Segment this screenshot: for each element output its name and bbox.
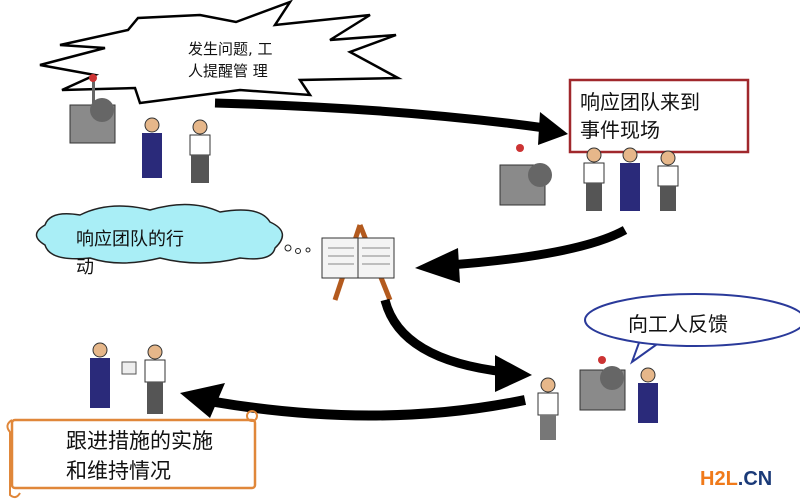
team-action-line: 动	[76, 257, 94, 278]
follow-up-line: 和维持情况	[66, 459, 171, 483]
manager-figure	[189, 119, 211, 183]
feedback-text: 向工人反馈	[628, 312, 728, 336]
feedback-figures	[537, 356, 658, 440]
team-arrives-line: 事件现场	[580, 118, 660, 142]
follow-up-line: 跟进措施的实施	[66, 429, 213, 453]
easel-board-icon	[321, 224, 395, 301]
arrowhead	[538, 112, 568, 145]
watermark-part: H2L	[700, 468, 738, 490]
arrow-to-follow-up	[214, 395, 527, 421]
machine-icon	[69, 74, 116, 144]
worker-figure	[142, 117, 162, 178]
arrowhead	[180, 383, 225, 418]
problem-alert-line: 发生问题, 工	[188, 40, 273, 58]
problem-alert-line: 人提醒管 理	[188, 62, 268, 80]
arrowhead	[495, 355, 532, 392]
team-arrives-text: 响应团队来到 事件现场	[580, 88, 700, 144]
feedback-bubble	[584, 293, 800, 347]
problem-alert-text: 发生问题, 工 人提醒管 理	[188, 38, 273, 82]
watermark: H2L.CN	[700, 468, 772, 491]
team-action-line: 响应团队的行	[76, 229, 184, 250]
starburst-callout	[39, 0, 403, 105]
arrowhead	[415, 248, 460, 283]
follow-up-scroll	[6, 410, 258, 499]
watermark-part: .CN	[737, 468, 773, 490]
arrow-to-team	[214, 98, 546, 133]
follow-up-text: 跟进措施的实施 和维持情况	[66, 426, 213, 486]
arrow-to-feedback	[380, 298, 506, 377]
team-action-text: 响应团队的行 动	[76, 226, 184, 282]
follow-up-figures	[90, 342, 166, 414]
response-team-figures	[499, 144, 679, 211]
team-arrives-box	[568, 78, 750, 154]
arrow-to-action	[449, 226, 628, 270]
thought-cloud	[35, 203, 284, 264]
team-arrives-line: 响应团队来到	[580, 90, 700, 114]
